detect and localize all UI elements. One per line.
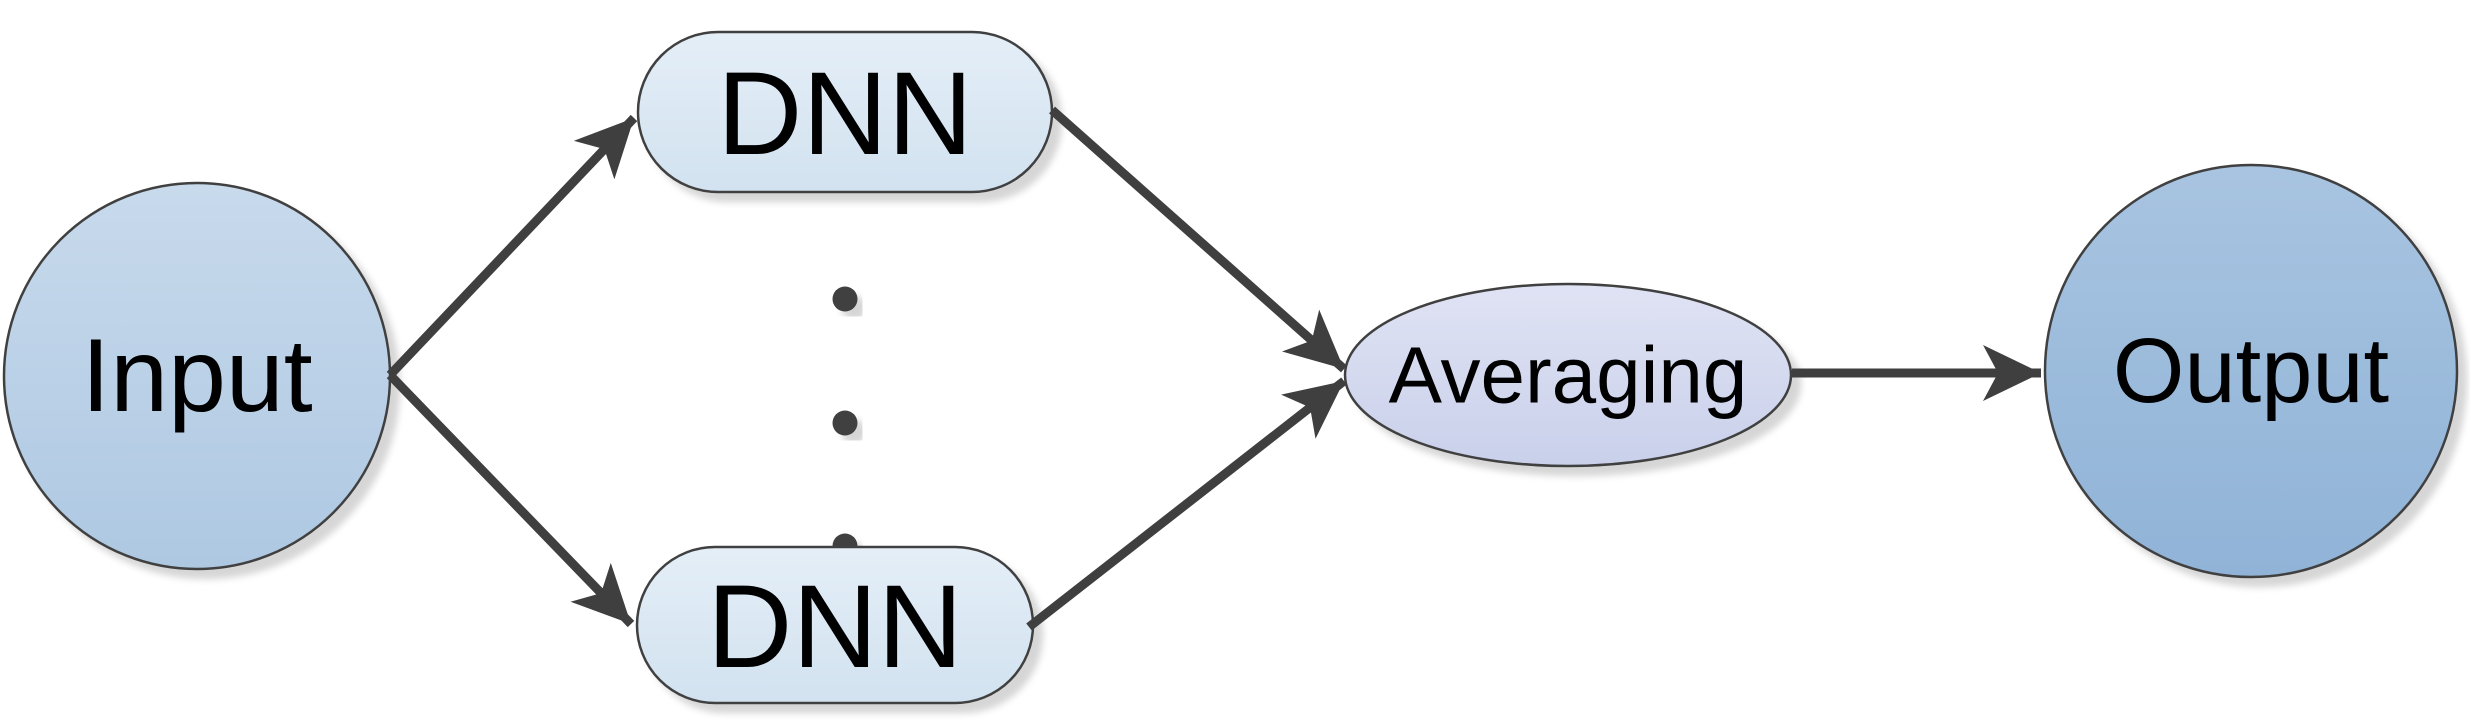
- edge-dnn-bottom-to-averaging: [1026, 377, 1347, 631]
- input-label: Input: [81, 318, 312, 434]
- ellipsis-dot: [832, 410, 858, 436]
- node-input: Input: [2, 181, 392, 571]
- output-label: Output: [2113, 320, 2389, 422]
- ellipsis-dot: [832, 286, 858, 312]
- ellipsis-dots: [832, 286, 858, 559]
- node-output: Output: [2043, 163, 2459, 579]
- output-circle: [2043, 163, 2459, 579]
- dnn-top-label: DNN: [717, 48, 973, 180]
- edge-input-to-dnn-top: [386, 114, 638, 379]
- dnn-bottom-label: DNN: [707, 561, 963, 693]
- node-averaging: Averaging: [1343, 282, 1793, 468]
- averaging-ellipse: [1343, 282, 1793, 468]
- node-dnn-top: DNN: [636, 30, 1054, 194]
- edge-input-to-dnn-bottom: [386, 371, 635, 628]
- averaging-label: Averaging: [1389, 331, 1748, 420]
- edges: [386, 106, 2041, 631]
- node-dnn-bottom: DNN: [635, 545, 1035, 705]
- edge-dnn-top-to-averaging: [1049, 106, 1347, 373]
